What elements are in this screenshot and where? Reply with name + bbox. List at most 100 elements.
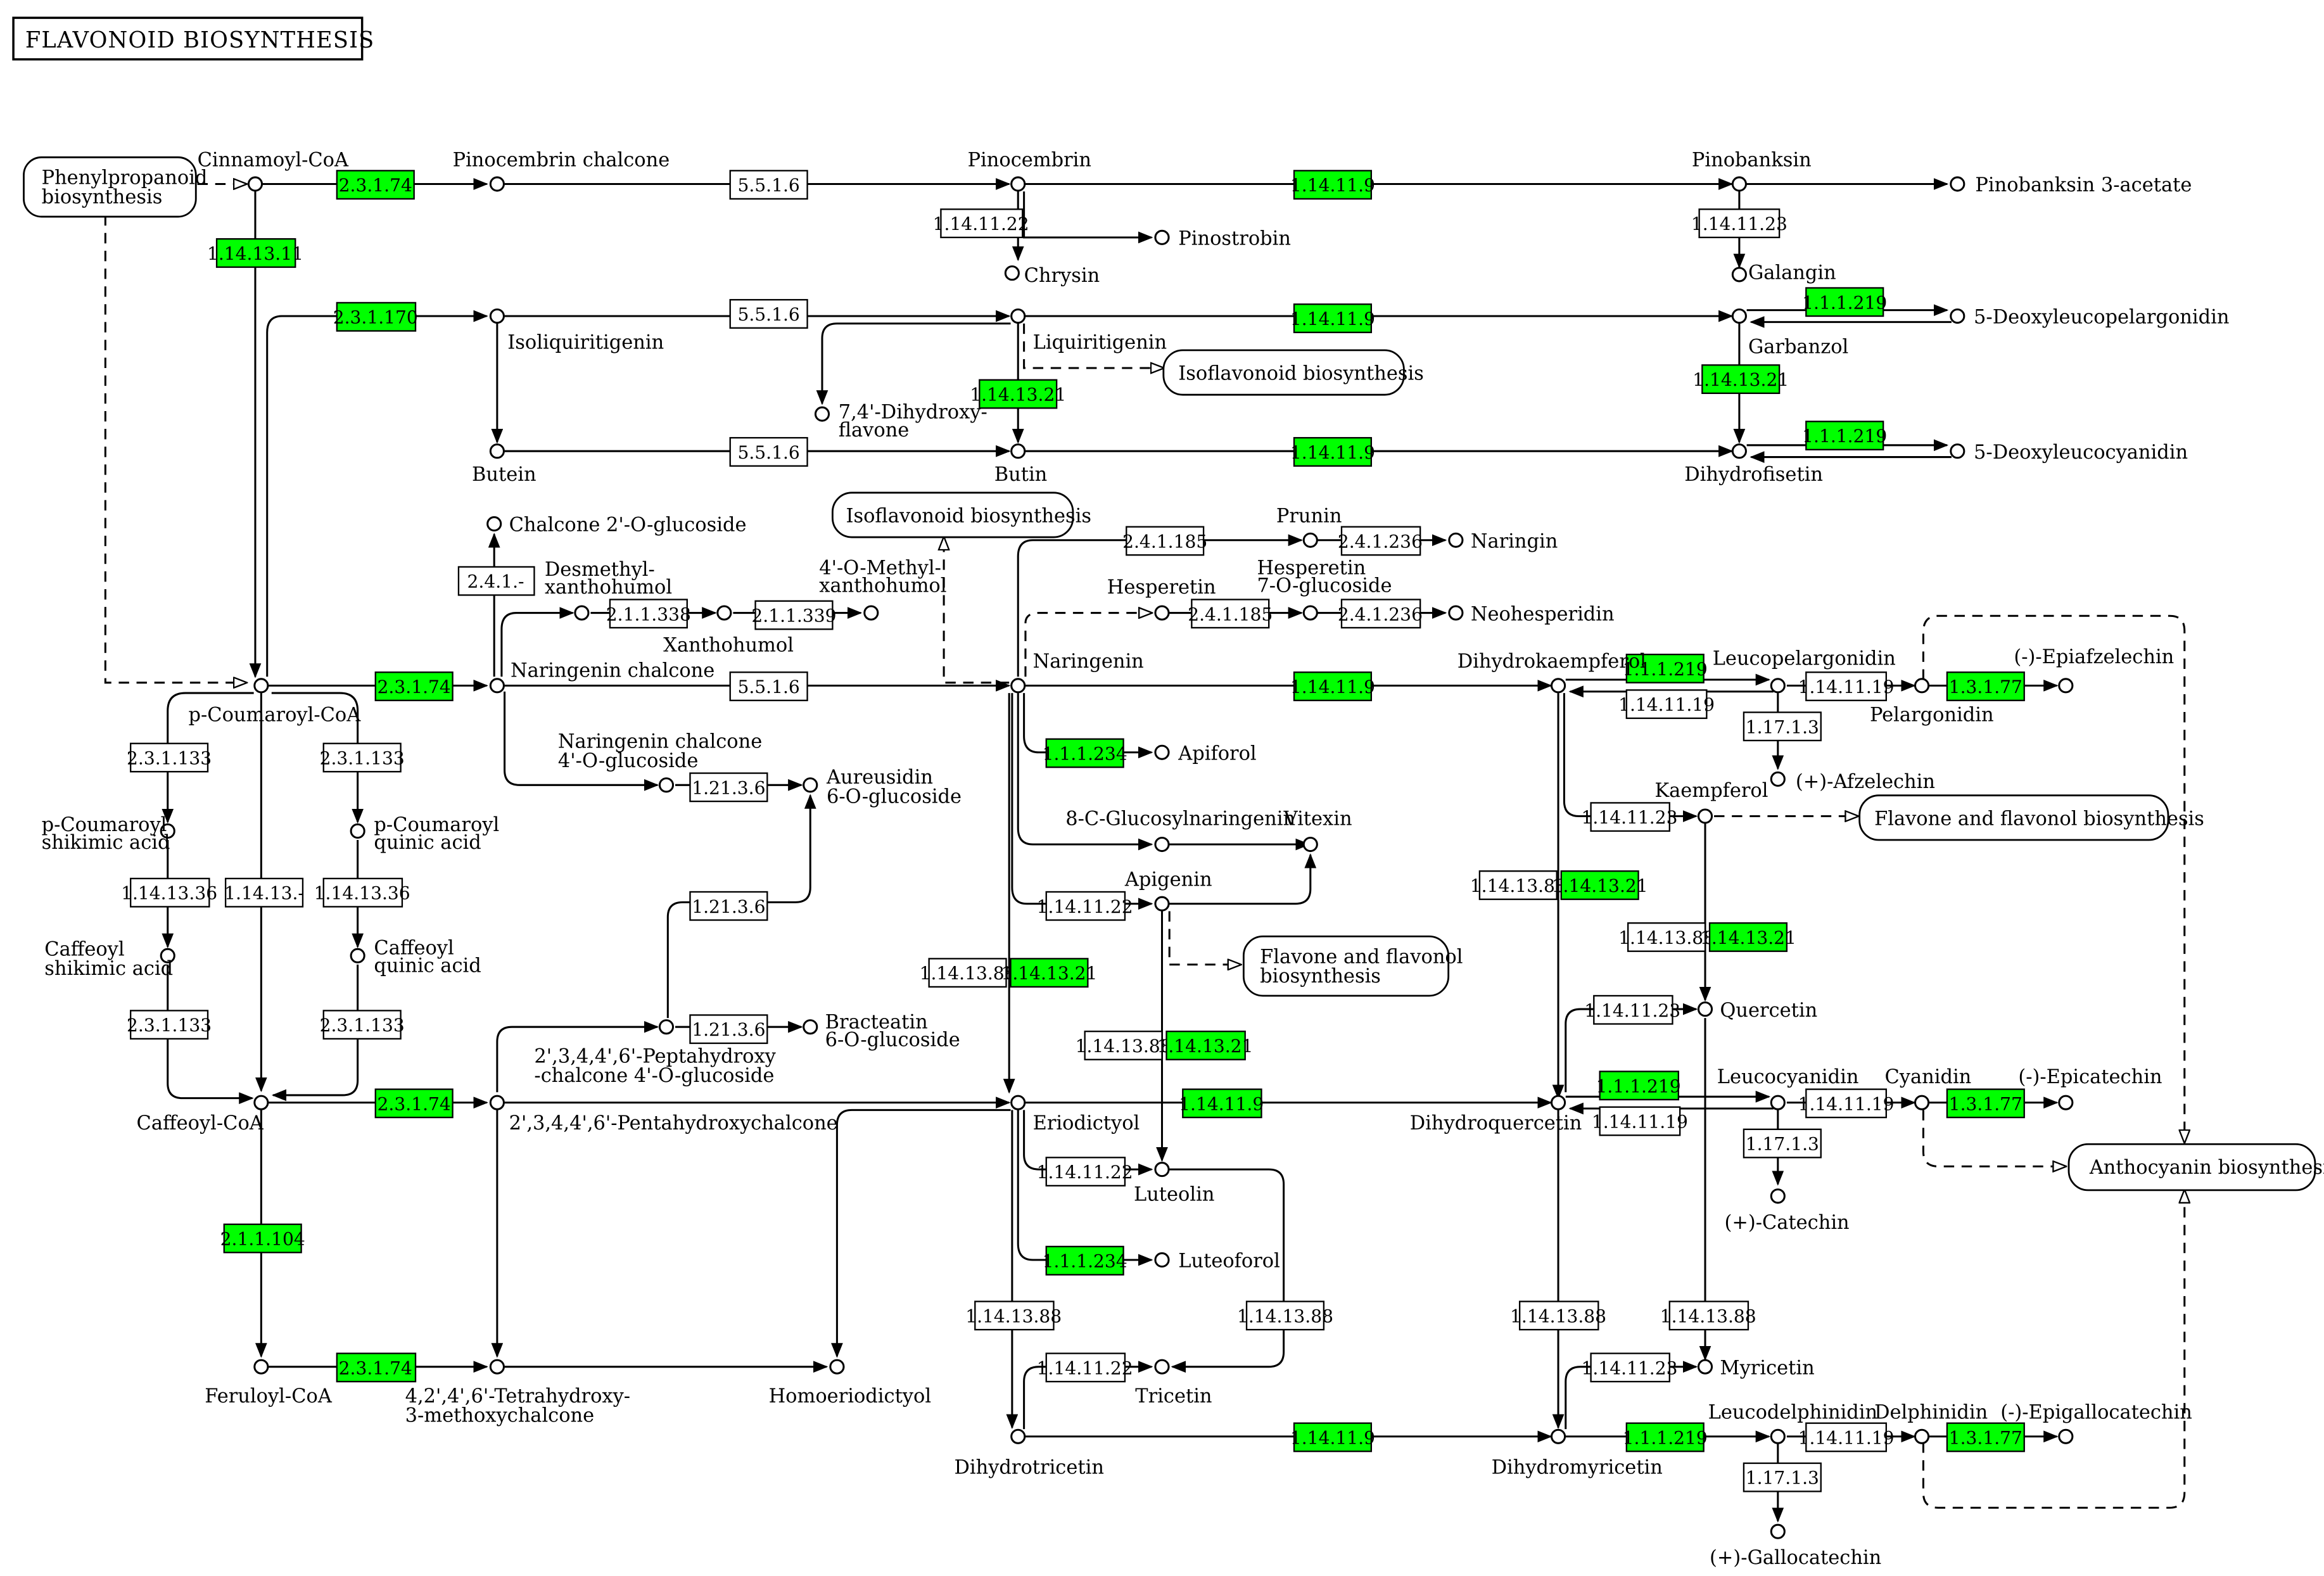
compound-node[interactable] — [1914, 678, 1930, 694]
enzyme-box[interactable]: 1.14.13.36 — [314, 877, 410, 908]
compound-node[interactable] — [160, 823, 175, 839]
compound-node[interactable] — [1770, 1523, 1786, 1539]
enzyme-box[interactable]: 2.1.1.104 — [220, 1223, 305, 1254]
enzyme-box[interactable]: 1.14.11.22 — [1037, 891, 1133, 921]
map-phenylpropanoid[interactable]: Phenylpropanoid biosynthesis — [23, 156, 207, 218]
compound-node[interactable] — [1004, 265, 1020, 281]
map-flavone-flavonol-2[interactable]: Flavone and flavonol biosynthesis — [1242, 935, 1463, 997]
compound-node[interactable] — [1010, 308, 1026, 324]
compound-node[interactable] — [489, 1095, 505, 1110]
enzyme-box[interactable]: 1.3.1.77 — [1946, 1088, 2025, 1119]
compound-node[interactable] — [253, 678, 269, 694]
enzyme-box[interactable]: 1.21.3.6 — [689, 1014, 768, 1045]
compound-node[interactable] — [1010, 1095, 1026, 1110]
compound-nodes[interactable] — [160, 176, 2074, 1539]
enzyme-box[interactable]: 1.14.11.23 — [1582, 1352, 1678, 1383]
enzyme-box[interactable]: 1.14.13.21 — [1552, 870, 1648, 900]
enzyme-box[interactable]: 1.3.1.77 — [1946, 1422, 2025, 1452]
enzyme-box[interactable]: 1.14.13.11 — [207, 238, 303, 268]
compound-node[interactable] — [1697, 1001, 1713, 1017]
compound-node[interactable] — [803, 1019, 818, 1035]
compound-node[interactable] — [1697, 1359, 1713, 1375]
enzyme-box[interactable]: 1.14.13.36 — [121, 877, 217, 908]
enzyme-box[interactable]: 1.14.11.9 — [1290, 170, 1375, 200]
compound-node[interactable] — [1154, 1359, 1170, 1375]
compound-node[interactable] — [1950, 176, 1965, 192]
compound-node[interactable] — [658, 1019, 675, 1035]
enzyme-box[interactable]: 2.4.1.185 — [1122, 526, 1207, 556]
compound-node[interactable] — [1550, 1428, 1566, 1444]
enzyme-box[interactable]: 1.14.11.9 — [1290, 1422, 1375, 1452]
enzyme-box[interactable]: 1.17.1.3 — [1743, 1128, 1822, 1159]
compound-node[interactable] — [489, 176, 505, 192]
compound-node[interactable] — [803, 777, 818, 793]
enzyme-box[interactable]: 2.4.1.236 — [1338, 599, 1423, 629]
enzyme-box[interactable]: 1.14.11.9 — [1179, 1088, 1264, 1119]
compound-node[interactable] — [863, 605, 879, 621]
enzyme-box[interactable]: 2.1.1.338 — [606, 599, 691, 629]
enzyme-box[interactable]: 2.3.1.74 — [374, 1088, 454, 1119]
compound-node[interactable] — [716, 605, 732, 621]
enzyme-box[interactable]: 1.1.1.219 — [1802, 287, 1887, 317]
enzyme-box[interactable]: 1.17.1.3 — [1743, 711, 1822, 742]
map-flavone-flavonol-1[interactable]: Flavone and flavonol biosynthesis — [1858, 794, 2204, 841]
enzyme-box[interactable]: 1.14.13.88 — [1660, 1300, 1756, 1331]
compound-node[interactable] — [1770, 771, 1786, 787]
enzyme-box[interactable]: 2.1.1.339 — [751, 600, 837, 630]
compound-node[interactable] — [1010, 1428, 1026, 1444]
enzyme-box[interactable]: 1.14.13.21 — [1001, 958, 1097, 988]
enzyme-box[interactable]: 1.14.11.19 — [1592, 1106, 1688, 1136]
compound-node[interactable] — [1550, 1095, 1566, 1110]
enzyme-box[interactable]: 5.5.1.6 — [729, 170, 808, 200]
compound-node[interactable] — [1154, 744, 1170, 760]
enzyme-box[interactable]: 1.21.3.6 — [689, 891, 768, 921]
enzyme-box[interactable]: 2.3.1.74 — [336, 1352, 417, 1383]
enzyme-box[interactable]: 1.1.1.219 — [1623, 653, 1708, 683]
compound-node[interactable] — [1550, 678, 1566, 694]
compound-node[interactable] — [1302, 532, 1318, 548]
compound-node[interactable] — [350, 823, 365, 839]
compound-node[interactable] — [1950, 308, 1965, 324]
compound-node[interactable] — [1010, 176, 1026, 192]
enzyme-box[interactable]: 1.14.11.22 — [933, 208, 1029, 239]
compound-node[interactable] — [489, 443, 505, 459]
enzyme-box[interactable]: 2.3.1.74 — [336, 170, 415, 200]
enzyme-box[interactable]: 2.3.1.133 — [320, 1010, 405, 1040]
map-anthocyanin[interactable]: Anthocyanin biosynthesis — [2067, 1143, 2324, 1192]
compound-node[interactable] — [1448, 532, 1464, 548]
compound-node[interactable] — [658, 777, 675, 793]
compound-node[interactable] — [574, 605, 590, 621]
enzyme-box[interactable]: 1.14.13.88 — [1510, 1300, 1606, 1331]
compound-node[interactable] — [1302, 836, 1318, 853]
enzyme-box[interactable]: 5.5.1.6 — [729, 436, 808, 467]
enzyme-box[interactable]: 1.14.11.9 — [1290, 671, 1375, 701]
enzyme-box[interactable]: 5.5.1.6 — [729, 299, 808, 329]
compound-node[interactable] — [489, 1359, 505, 1375]
compound-node[interactable] — [1154, 1252, 1170, 1268]
enzyme-box[interactable]: 1.21.3.6 — [689, 772, 768, 803]
enzyme-box[interactable]: 2.3.1.74 — [374, 671, 454, 701]
enzyme-box[interactable]: 1.1.1.219 — [1802, 421, 1887, 451]
compound-node[interactable] — [1770, 1188, 1786, 1204]
enzyme-box[interactable]: 2.3.1.133 — [127, 742, 212, 773]
compound-node[interactable] — [1448, 605, 1464, 621]
compound-node[interactable] — [1731, 443, 1747, 459]
enzyme-box[interactable]: 1.14.11.23 — [1582, 802, 1678, 832]
map-isoflavonoid-2[interactable]: Isoflavonoid biosynthesis — [831, 492, 1091, 538]
enzyme-box[interactable]: 1.1.1.219 — [1623, 1422, 1708, 1452]
enzyme-box[interactable]: 1.14.11.22 — [1037, 1352, 1133, 1383]
enzyme-box[interactable]: 2.4.1.- — [457, 566, 535, 596]
compound-node[interactable] — [160, 948, 175, 963]
compound-node[interactable] — [489, 308, 505, 324]
compound-node[interactable] — [2058, 1428, 2074, 1444]
enzyme-box[interactable]: 1.1.1.234 — [1043, 738, 1127, 768]
compound-node[interactable] — [1770, 678, 1786, 694]
compound-node[interactable] — [253, 1359, 269, 1375]
enzyme-box[interactable]: 2.3.1.133 — [127, 1010, 212, 1040]
compound-node[interactable] — [1154, 1162, 1170, 1178]
enzyme-box[interactable]: 1.14.11.22 — [1037, 1157, 1133, 1187]
compound-node[interactable] — [489, 678, 505, 694]
compound-node[interactable] — [1302, 605, 1318, 621]
compound-node[interactable] — [2058, 678, 2074, 694]
compound-node[interactable] — [1697, 808, 1713, 824]
